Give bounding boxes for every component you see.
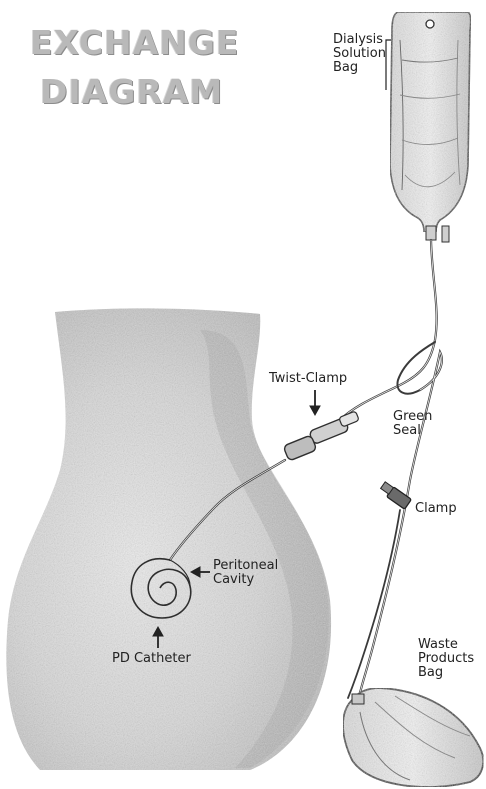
label-waste-products-bag: Waste Products Bag: [418, 638, 474, 680]
twist-clamp-connector: [283, 411, 359, 461]
label-twist-clamp: Twist-Clamp: [269, 372, 347, 386]
clamp-device: [381, 482, 412, 509]
label-dialysis-solution-bag: Dialysis Solution Bag: [333, 33, 386, 75]
diagram-title-line-1: EXCHANGE: [30, 26, 239, 59]
diagram-title-line-2: DIAGRAM: [40, 75, 223, 108]
label-green-seal: Green Seal: [393, 410, 432, 438]
dialysis-solution-bag: [390, 12, 471, 232]
label-peritoneal-cavity: Peritoneal Cavity: [213, 559, 278, 587]
label-clamp: Clamp: [415, 502, 457, 516]
label-pd-catheter: PD Catheter: [112, 652, 191, 666]
